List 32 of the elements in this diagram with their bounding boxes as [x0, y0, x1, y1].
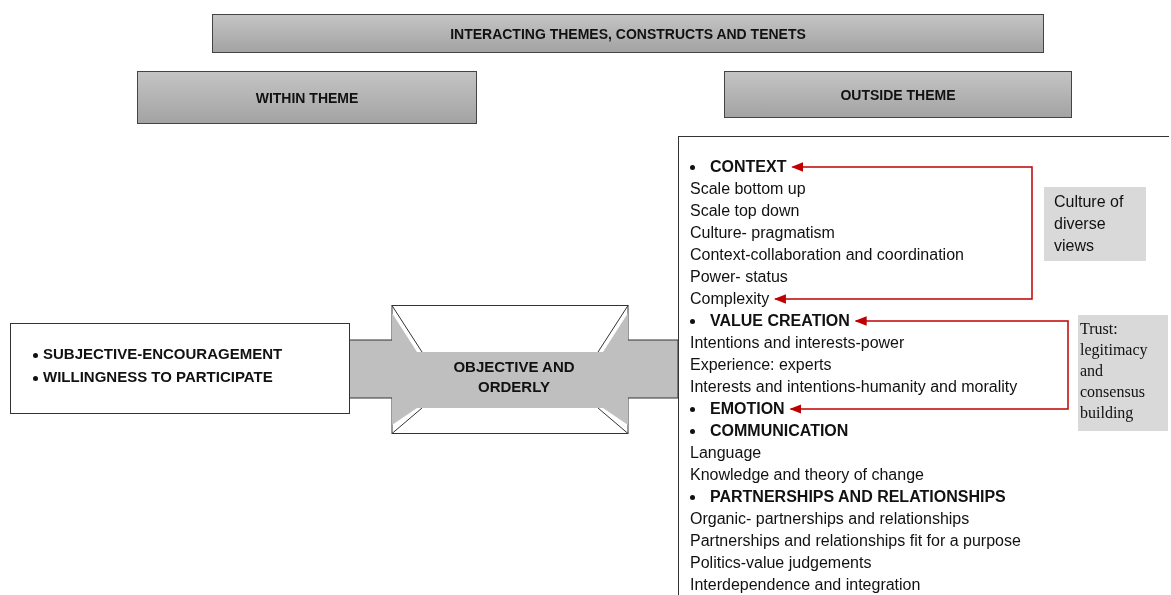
list-item: Language [690, 444, 762, 461]
header-box: OUTSIDE THEME [724, 71, 1072, 118]
text-box [10, 323, 350, 414]
list-item: Partnerships and relationships fit for a purpose [690, 532, 1021, 549]
callout-box: Trust: legitimacy and consensus building [1078, 315, 1168, 431]
list-heading: COMMUNICATION [710, 421, 849, 441]
callout-box: Culture of diverse views [1044, 187, 1146, 261]
list-item: Scale bottom up [690, 180, 806, 197]
list-heading: PARTNERSHIPS AND RELATIONSHIPS [710, 487, 1006, 507]
list-item: Interdependence and integration [690, 576, 921, 593]
header-box: INTERACTING THEMES, CONSTRUCTS AND TENETS [212, 14, 1044, 53]
list-item: Intentions and interests-power [690, 334, 905, 351]
list-item: Knowledge and theory of change [690, 466, 924, 483]
panel-border [678, 136, 1169, 595]
list-item: SUBJECTIVE-ENCOURAGEMENT [43, 345, 283, 362]
arrow [789, 316, 1069, 414]
arrow [773, 162, 1033, 304]
list-item: Politics-value judgements [690, 554, 872, 571]
list-heading: VALUE CREATION [710, 311, 850, 331]
list-item: Power- status [690, 268, 788, 285]
list-heading: CONTEXT [710, 157, 787, 177]
list-item: Organic- partnerships and relationships [690, 510, 970, 527]
header-box: WITHIN THEME [137, 71, 477, 124]
shape-label: OBJECTIVE AND ORDERLY [452, 357, 576, 397]
list-item: Interests and intentions-humanity and morality [690, 378, 1018, 395]
list-heading: EMOTION [710, 399, 785, 419]
list-item: Culture- pragmatism [690, 224, 835, 241]
list-item: Context-collaboration and coordination [690, 246, 964, 263]
list-item: WILLINGNESS TO PARTICIPATE [43, 368, 273, 385]
list-item: Complexity [690, 290, 770, 307]
list-item: Scale top down [690, 202, 800, 219]
list-item: Experience: experts [690, 356, 832, 373]
